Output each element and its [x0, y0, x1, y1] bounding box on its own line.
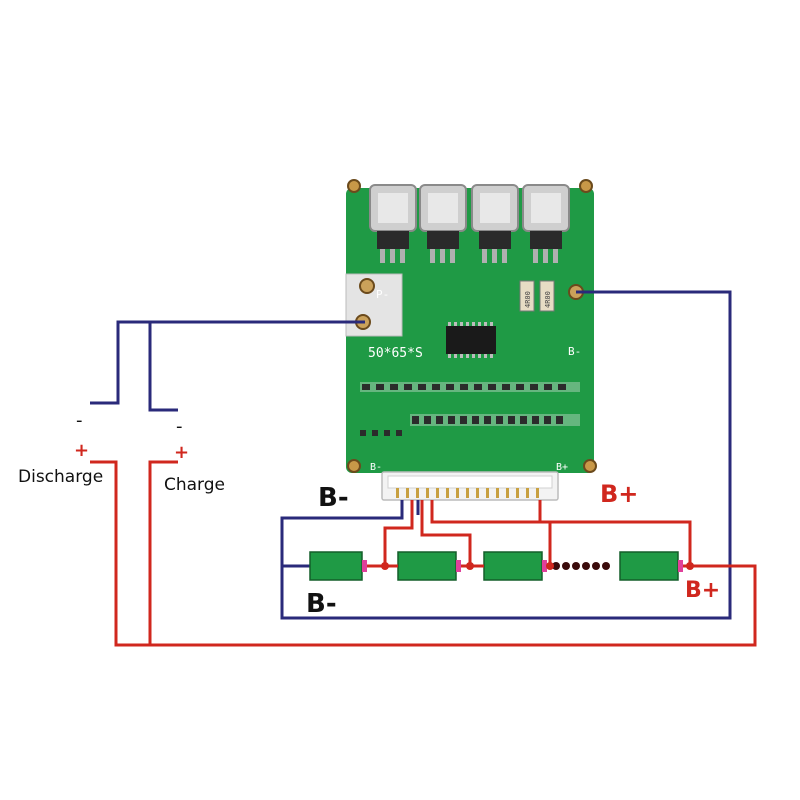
mosfet-heatsink-icon [471, 184, 519, 263]
pad-p-top-hole [359, 278, 375, 294]
charge-label: Charge [164, 475, 225, 495]
discharge-label: Discharge [18, 467, 103, 487]
balance-lead-4 [538, 500, 692, 566]
battery-b-plus-label: B+ [685, 578, 720, 603]
resistor-1 [519, 280, 535, 312]
mounting-hole-br [583, 459, 597, 473]
discharge-plus-sign: + [74, 440, 89, 461]
mounting-hole-tl [347, 179, 361, 193]
battery-cell-icon [309, 551, 367, 581]
battery-b-minus-label: B- [306, 589, 337, 619]
wire-b-minus-board [280, 290, 732, 620]
mosfet-heatsink-icon [522, 184, 570, 263]
board-marking: 50*65*S [368, 346, 423, 361]
balance-lead-1 [383, 500, 414, 566]
mosfet-heatsink-icon [419, 184, 467, 263]
connector-b-plus-label: B+ [600, 480, 638, 508]
wire-charge-plus [148, 460, 178, 645]
charge-plus-sign: + [174, 442, 189, 463]
resistor-1-label: 4R00 [524, 291, 532, 308]
connector-b-minus-label: B- [318, 483, 349, 513]
balance-lead-3 [430, 500, 552, 566]
pad-b-label: B- [568, 345, 581, 358]
battery-cell-icon [397, 551, 461, 581]
pad-p-label: P- [376, 288, 389, 301]
resistor-2 [539, 280, 555, 312]
connector-left-silk: B- [370, 462, 382, 473]
resistor-2-label: 4R00 [544, 291, 552, 308]
wire-balance-b-minus [280, 500, 404, 566]
cell-chain-dots [552, 562, 610, 570]
battery-cell-icon [483, 551, 547, 581]
mounting-hole-bl [347, 459, 361, 473]
wire-p-minus [90, 320, 365, 405]
mounting-hole-tr [579, 179, 593, 193]
wire-charge-minus [148, 322, 178, 412]
connector-right-silk: B+ [556, 462, 568, 473]
balance-connector-icon [381, 471, 559, 501]
charge-minus-sign: - [176, 416, 183, 437]
discharge-minus-sign: - [76, 410, 83, 431]
battery-cell-icon [619, 551, 683, 581]
balance-lead-2 [420, 500, 472, 566]
wire-discharge-plus [90, 460, 757, 647]
mosfet-heatsink-icon [369, 184, 417, 263]
ic-chip [446, 326, 496, 354]
pcb-board-icon: P- B- 4R00 4R00 50*65*S B- B+ [345, 179, 597, 473]
